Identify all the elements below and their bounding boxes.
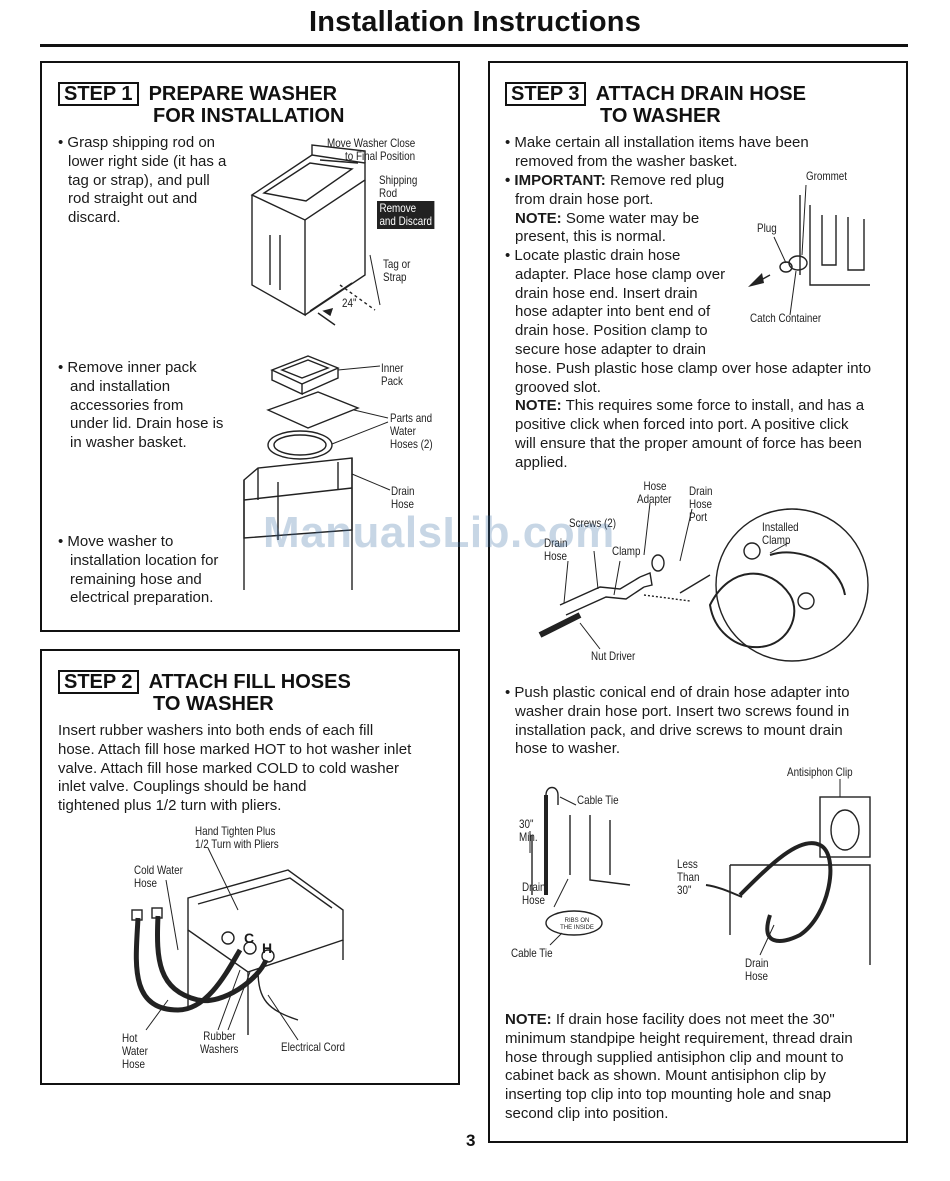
fig-cable-tie-bottom-label: Cable Tie — [511, 946, 553, 960]
fig-min-30-label: 30" Min. — [519, 817, 538, 844]
fig-drain-hose-port-label: Drain Hose Port — [689, 484, 713, 524]
step2-panel — [40, 649, 460, 1085]
fig-grommet-label: Grommet — [806, 169, 848, 183]
step3-important: • IMPORTANT: Remove red plug from drain … — [505, 172, 725, 246]
fig1-move-close-label: Move Washer Close to Final Position — [327, 136, 416, 163]
step3-tag: STEP 3 — [505, 82, 586, 106]
step1-heading-line2: FOR INSTALLATION — [153, 105, 345, 127]
step3-heading-line1: ATTACH DRAIN HOSE — [595, 83, 806, 105]
fig-drain-hose-left-label: Drain Hose — [522, 880, 546, 907]
fig1-remove-discard-label: Remove and Discard — [377, 201, 435, 229]
drain-plug-illustration — [748, 184, 870, 316]
step1-bullet3: • Move washer to installation location f… — [58, 533, 219, 607]
step2-body: Insert rubber washers into both ends of … — [58, 722, 412, 815]
fig-screws-label: Screws (2) — [569, 516, 617, 530]
step2-heading-line1: ATTACH FILL HOSES — [148, 671, 351, 693]
washer-shipping-rod-illustration — [250, 144, 381, 326]
fig-cold-water-label: Cold Water Hose — [134, 863, 183, 890]
watermark: ManualsLib.com — [263, 508, 615, 557]
step1-bullet1: • Grasp shipping rod on lower right side… — [58, 134, 227, 227]
inner-pack-illustration — [243, 355, 391, 590]
fig-hand-tighten-label: Hand Tighten Plus 1/2 Turn with Pliers — [195, 824, 279, 851]
fig-adapter-drain-hose-label: Drain Hose — [544, 536, 568, 563]
fig1-shipping-rod-label: Shipping Rod — [379, 173, 418, 200]
fig2-parts-hoses-label: Parts and Water Hoses (2) — [390, 411, 433, 451]
valve-h-label: H — [262, 940, 273, 956]
valve-c-label: C — [244, 930, 255, 946]
title-rule — [40, 44, 908, 47]
fig-hose-adapter-label: Hose Adapter — [637, 479, 672, 506]
step2-tag: STEP 2 — [58, 670, 139, 694]
fig-clamp-label: Clamp — [612, 544, 641, 558]
fig-plug-label: Plug — [757, 221, 777, 235]
step3-heading-line2: TO WASHER — [600, 105, 721, 127]
fig-less-than-label: Less Than 30" — [677, 857, 700, 897]
fig2-drain-hose-label: Drain Hose — [391, 484, 415, 511]
page-number: 3 — [466, 1131, 476, 1150]
fig-rubber-washers-label: Rubber Washers — [200, 1029, 239, 1056]
hose-adapter-illustration — [538, 502, 869, 662]
step1-panel — [40, 61, 460, 632]
step3-bullet-a: • Make certain all installation items ha… — [505, 134, 809, 170]
step3-panel — [488, 61, 908, 1143]
fig1-tag-strap-label: Tag or Strap — [383, 257, 411, 284]
page-title: Installation Instructions — [308, 6, 642, 38]
step3-heading: STEP 3 ATTACH DRAIN HOSE — [505, 82, 806, 106]
step3-note3: NOTE: If drain hose facility does not me… — [505, 1011, 853, 1122]
fig-installed-clamp-label: Installed Clamp — [762, 520, 799, 547]
step1-heading: STEP 1 PREPARE WASHER — [58, 82, 337, 106]
fig-cable-tie-top-label: Cable Tie — [577, 793, 619, 807]
fig-hot-water-label: Hot Water Hose — [122, 1031, 148, 1071]
step1-heading-line1: PREPARE WASHER — [148, 83, 338, 105]
step2-heading: STEP 2 ATTACH FILL HOSES — [58, 670, 351, 694]
fig2-inner-pack-label: Inner Pack — [381, 361, 404, 388]
step1-bullet2: • Remove inner pack and installation acc… — [58, 359, 224, 452]
fig-tie-tag-label: RIBS ON THE INSIDE — [560, 918, 594, 931]
fig-antisiphon-clip-label: Antisiphon Clip — [787, 765, 853, 779]
fig-drain-hose-right-label: Drain Hose — [745, 956, 769, 983]
fig-nut-driver-label: Nut Driver — [591, 649, 636, 663]
step1-tag: STEP 1 — [58, 82, 139, 106]
fig-electrical-cord-label: Electrical Cord — [281, 1040, 345, 1054]
step3-bullet-d: • Push plastic conical end of drain hose… — [505, 684, 850, 758]
antisiphon-illustration — [529, 779, 871, 965]
fill-hoses-illustration — [131, 847, 344, 1041]
fig1-dimension-label: 24" — [342, 296, 357, 310]
fig-catch-container-label: Catch Container — [750, 311, 822, 325]
step2-heading-line2: TO WASHER — [153, 693, 274, 715]
step3-bullet-c: • Locate plastic drain hose adapter. Pla… — [505, 247, 872, 471]
